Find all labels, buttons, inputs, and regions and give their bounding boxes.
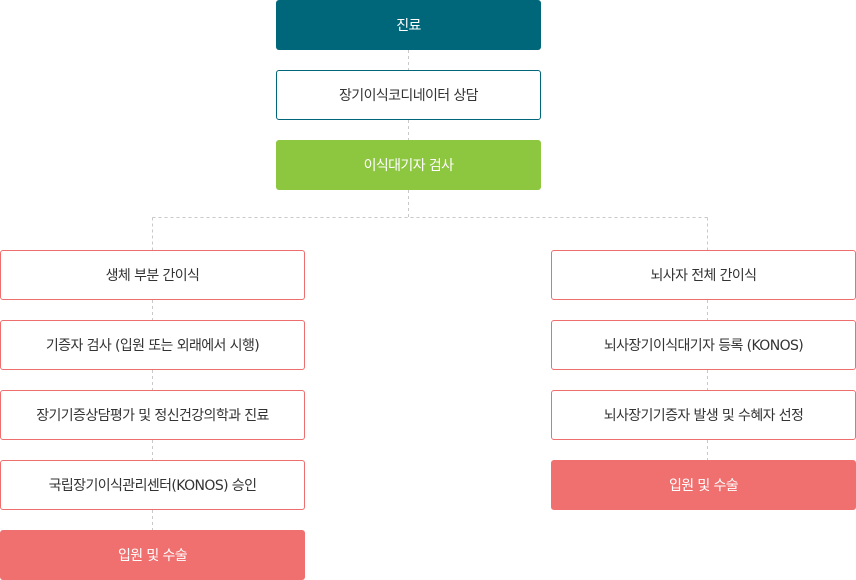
living-step-4-label: 국립장기이식관리센터(KONOS) 승인	[48, 478, 257, 494]
living-step-4-box: 국립장기이식관리센터(KONOS) 승인	[0, 460, 305, 510]
living-step-2-box: 기증자 검사 (입원 또는 외래에서 시행)	[0, 320, 305, 370]
living-final-box: 입원 및 수술	[0, 530, 305, 580]
living-step-3-label: 장기기증상담평가 및 정신건강의학과 진료	[36, 408, 269, 424]
coordinator-consult-box: 장기이식코디네이터 상담	[276, 70, 541, 120]
deceased-final-label: 입원 및 수술	[668, 478, 739, 494]
deceased-step-3-box: 뇌사장기기증자 발생 및 수혜자 선정	[551, 390, 856, 440]
recipient-exam-label: 이식대기자 검사	[363, 158, 454, 174]
recipient-exam-box: 이식대기자 검사	[276, 140, 541, 190]
deceased-step-3-label: 뇌사장기기증자 발생 및 수혜자 선정	[603, 408, 804, 424]
deceased-step-2-box: 뇌사장기이식대기자 등록 (KONOS)	[551, 320, 856, 370]
coordinator-consult-label: 장기이식코디네이터 상담	[339, 88, 479, 104]
treatment-label: 진료	[396, 18, 421, 34]
deceased-final-box: 입원 및 수술	[551, 460, 856, 510]
living-final-label: 입원 및 수술	[117, 548, 188, 564]
living-step-3-box: 장기기증상담평가 및 정신건강의학과 진료	[0, 390, 305, 440]
living-step-1-box: 생체 부분 간이식	[0, 250, 305, 300]
deceased-step-2-label: 뇌사장기이식대기자 등록 (KONOS)	[603, 338, 804, 354]
living-step-1-label: 생체 부분 간이식	[105, 268, 200, 284]
treatment-box: 진료	[276, 0, 541, 50]
deceased-step-1-label: 뇌사자 전체 간이식	[650, 268, 758, 284]
deceased-step-1-box: 뇌사자 전체 간이식	[551, 250, 856, 300]
living-step-2-label: 기증자 검사 (입원 또는 외래에서 시행)	[45, 338, 260, 354]
